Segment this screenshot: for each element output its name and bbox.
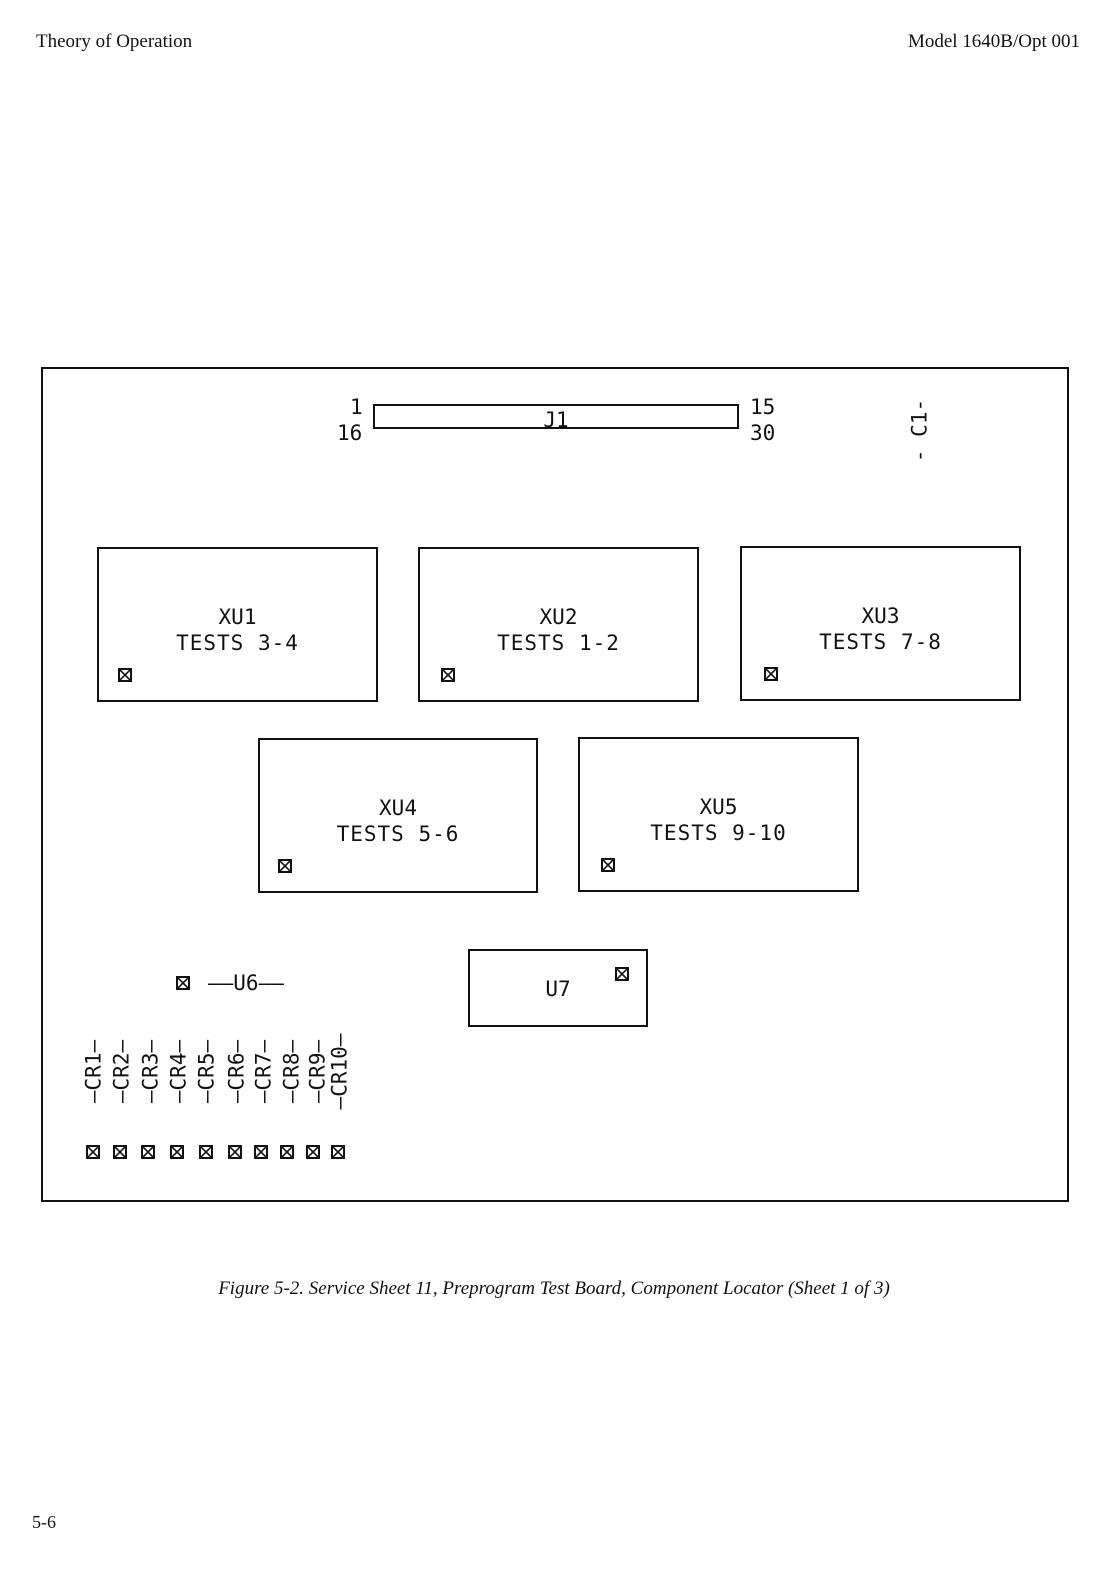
u7-chip: U7	[468, 949, 648, 1027]
section-title: Theory of Operation	[36, 31, 193, 52]
diode-cr1: —CR1—	[81, 1039, 106, 1104]
figure-caption: Figure 5-2. Service Sheet 11, Preprogram…	[218, 1278, 890, 1299]
diode-cr7: —CR7—	[251, 1039, 276, 1104]
socket-xu4-tests: TESTS 5-6	[336, 822, 460, 846]
c1-capacitor: - C1-	[907, 398, 932, 463]
diode-cr8: —CR8—	[279, 1039, 304, 1104]
diode-cr2: —CR2—	[109, 1039, 134, 1104]
j1-pin-30: 30	[750, 421, 776, 445]
diode-marker-icon	[306, 1145, 320, 1159]
diode-marker-icon	[141, 1145, 155, 1159]
socket-xu5-name: XU5	[699, 795, 738, 819]
diode-marker-icon	[113, 1145, 127, 1159]
diode-marker-icon	[331, 1145, 345, 1159]
j1-label: J1	[543, 408, 569, 432]
socket-xu5: XU5 TESTS 9-10	[578, 737, 859, 892]
j1-connector: J1	[373, 404, 739, 432]
socket-xu3: XU3 TESTS 7-8	[740, 546, 1021, 701]
diode-marker-icon	[254, 1145, 268, 1159]
socket-xu4: XU4 TESTS 5-6	[258, 738, 538, 893]
diode-marker-icon	[199, 1145, 213, 1159]
socket-xu2-name: XU2	[539, 605, 578, 629]
pin1-marker-icon	[441, 668, 455, 682]
pin1-marker-icon	[118, 668, 132, 682]
u7-pin1-marker-icon	[615, 967, 629, 981]
j1-pin-15: 15	[750, 395, 776, 419]
socket-xu1: XU1 TESTS 3-4	[97, 547, 378, 702]
diode-marker-icon	[86, 1145, 100, 1159]
diode-cr9: —CR9—	[305, 1039, 330, 1104]
diode-cr10: —CR10—	[327, 1033, 352, 1110]
page-number: 5-6	[32, 1512, 56, 1532]
u6-pin1-marker-icon	[176, 976, 190, 990]
u7-label: U7	[545, 977, 571, 1001]
j1-pin-1: 1	[350, 395, 363, 419]
diode-marker-icon	[228, 1145, 242, 1159]
pin1-marker-icon	[278, 859, 292, 873]
diode-cr6: —CR6—	[224, 1039, 249, 1104]
diode-cr3: —CR3—	[138, 1039, 163, 1104]
socket-xu1-name: XU1	[218, 605, 257, 629]
diode-marker-icon	[280, 1145, 294, 1159]
u6-label: ——U6——	[208, 971, 284, 995]
socket-xu4-name: XU4	[379, 796, 417, 820]
diode-cr4: —CR4—	[166, 1039, 191, 1104]
diode-cr5: —CR5—	[194, 1039, 219, 1104]
pin1-marker-icon	[601, 858, 615, 872]
socket-xu3-tests: TESTS 7-8	[819, 630, 942, 654]
pin1-marker-icon	[764, 667, 778, 681]
board-outline	[41, 367, 1069, 1202]
diode-marker-icon	[170, 1145, 184, 1159]
j1-pin-16: 16	[337, 421, 363, 445]
socket-xu2-tests: TESTS 1-2	[497, 631, 620, 655]
socket-xu5-tests: TESTS 9-10	[650, 821, 787, 845]
socket-xu3-name: XU3	[861, 604, 900, 628]
socket-xu1-tests: TESTS 3-4	[176, 631, 299, 655]
model-number: Model 1640B/Opt 001	[907, 31, 1080, 52]
socket-xu2: XU2 TESTS 1-2	[418, 547, 699, 702]
